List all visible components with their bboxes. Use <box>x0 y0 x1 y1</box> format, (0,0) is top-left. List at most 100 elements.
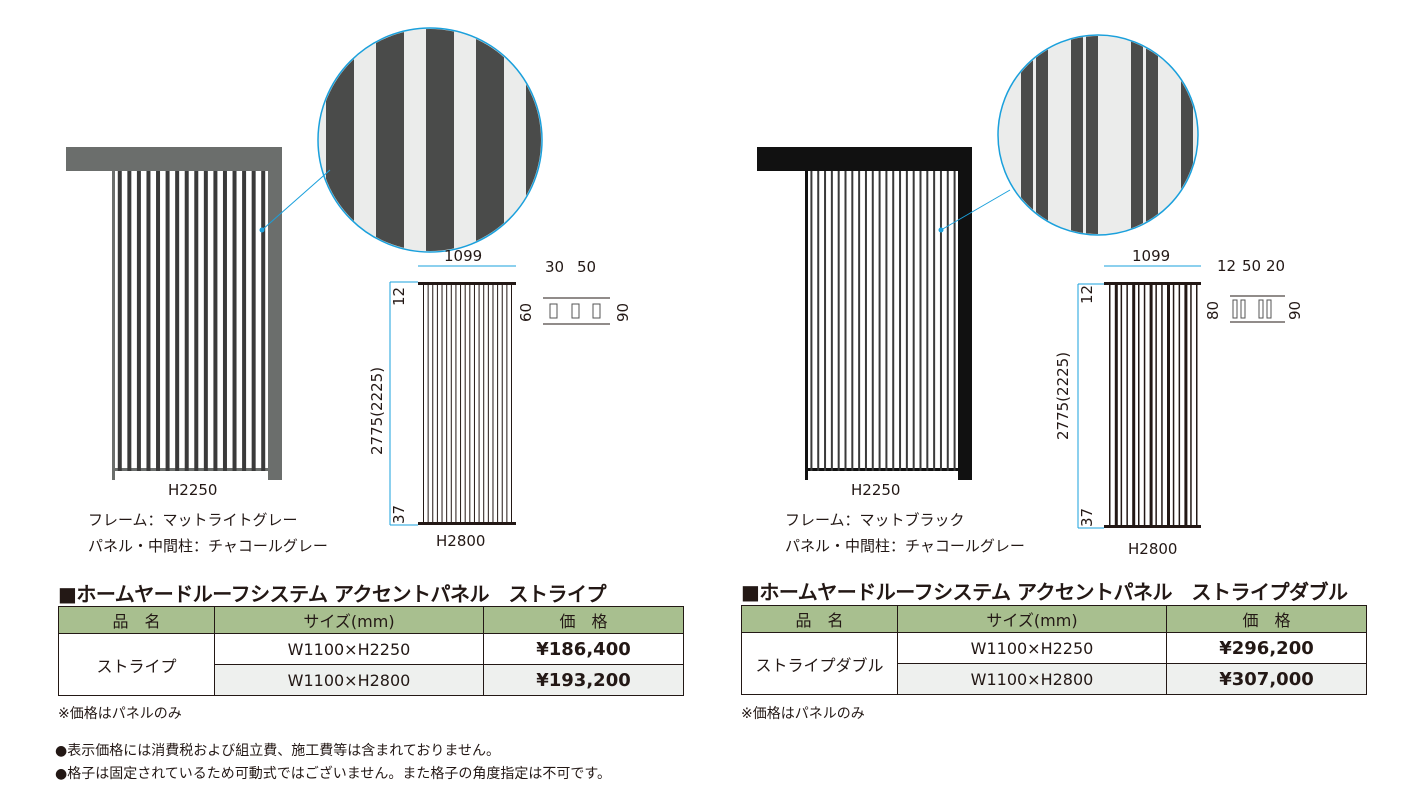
header-size: サイズ(mm) <box>897 605 1167 633</box>
footnote: ●表示価格には消費税および組立費、施工費等は含まれておりません。 <box>55 743 500 759</box>
slat <box>165 171 170 471</box>
slat <box>830 171 833 471</box>
panel-slat <box>460 282 462 522</box>
slat <box>156 171 161 471</box>
left-height-label: H2250 <box>168 481 218 499</box>
post <box>268 147 282 480</box>
slat <box>184 171 189 471</box>
right-dim-width: 1099 <box>1132 247 1171 265</box>
slat-section <box>549 303 558 319</box>
price-cell: ¥296,200 <box>1166 632 1367 664</box>
slat <box>232 171 237 471</box>
slat <box>864 171 867 471</box>
slat <box>926 171 929 471</box>
panel-slat <box>1114 282 1118 525</box>
panel-slat <box>1109 282 1111 525</box>
panel-slat <box>492 282 494 522</box>
panel-slat <box>1132 282 1136 525</box>
slat <box>117 171 122 471</box>
slat <box>899 171 902 471</box>
footnote: ●格子は固定されているため可動式ではございません。また格子の角度指定は不可です。 <box>55 766 611 782</box>
panel-slat <box>501 282 503 522</box>
left-section-title: ■ホームヤードルーフシステム アクセントパネル ストライプ <box>58 582 606 606</box>
panel-slat <box>432 282 434 522</box>
slat <box>871 171 874 471</box>
post <box>958 147 972 480</box>
right-dim-bottom: 37 <box>1078 507 1096 527</box>
panel-slat <box>455 282 457 522</box>
panel-slat <box>497 282 499 522</box>
left-dim-width: 1099 <box>444 247 483 265</box>
left-dim-s2: 50 <box>577 258 597 276</box>
right-dim-s2: 50 <box>1242 257 1262 275</box>
panel-slat <box>483 282 485 522</box>
frame-bottom <box>115 468 268 471</box>
roof-beam <box>66 147 282 171</box>
header-size: サイズ(mm) <box>214 606 484 634</box>
price-cell: ¥307,000 <box>1166 663 1367 695</box>
right-section-title: ■ホームヤードルーフシステム アクセントパネル ストライプダブル <box>741 580 1348 604</box>
slat-section <box>1232 299 1238 319</box>
slat <box>905 171 908 471</box>
slat <box>222 171 227 471</box>
slat <box>892 171 895 471</box>
slat <box>844 171 847 471</box>
left-note: ※価格はパネルのみ <box>58 706 182 722</box>
callout-dot <box>259 227 265 233</box>
table-row: W1100×H2800¥193,200 <box>59 664 684 696</box>
slat <box>837 171 840 471</box>
panel-slat <box>450 282 452 522</box>
header-price: 価 格 <box>483 606 684 634</box>
slat <box>817 171 820 471</box>
slat <box>251 171 256 471</box>
slat <box>946 171 949 471</box>
right-dim-h: H2800 <box>1128 540 1178 558</box>
panel-slat <box>1126 282 1128 525</box>
size-cell: W1100×H2800 <box>897 663 1167 695</box>
panel-slat <box>1120 282 1123 525</box>
panel-slat <box>441 282 443 522</box>
frame-bottom <box>808 468 958 471</box>
panel-slat <box>478 282 480 522</box>
slat <box>919 171 922 471</box>
panel-slat <box>1190 282 1192 525</box>
panel-slat <box>436 282 438 522</box>
slat <box>242 171 247 471</box>
panel-slat <box>423 282 424 522</box>
price-cell: ¥186,400 <box>483 633 684 665</box>
slat <box>213 171 218 471</box>
left-panel-label: パネル・中間柱：チャコールグレー <box>88 537 328 555</box>
slat <box>203 171 208 471</box>
price-cell: ¥193,200 <box>483 664 684 696</box>
slat <box>175 171 180 471</box>
panel-slat <box>1155 282 1157 525</box>
product-name: ストライプ <box>58 633 215 696</box>
right-note: ※価格はパネルのみ <box>741 706 865 722</box>
panel-slat <box>464 282 466 522</box>
slat <box>824 171 827 471</box>
slat <box>136 171 141 471</box>
roof-beam <box>757 147 972 171</box>
slat <box>912 171 915 471</box>
slat <box>939 171 942 471</box>
panel-slat <box>1167 282 1170 525</box>
table-row: W1100×H2800¥307,000 <box>742 663 1367 695</box>
slat <box>851 171 854 471</box>
right-dim-d2: 90 <box>1286 300 1304 320</box>
right-dim-height: 2775(2225) <box>1054 351 1072 440</box>
size-cell: W1100×H2250 <box>897 632 1167 664</box>
panel-slat <box>487 282 489 522</box>
slat <box>261 171 266 471</box>
callout-line <box>261 169 331 231</box>
callout-dot <box>938 227 944 233</box>
left-dim-h: H2800 <box>436 532 486 550</box>
panel-slat <box>1149 282 1153 525</box>
slat <box>810 171 813 471</box>
header-name: 品 名 <box>741 605 898 633</box>
slat <box>194 171 199 471</box>
slat <box>933 171 936 471</box>
